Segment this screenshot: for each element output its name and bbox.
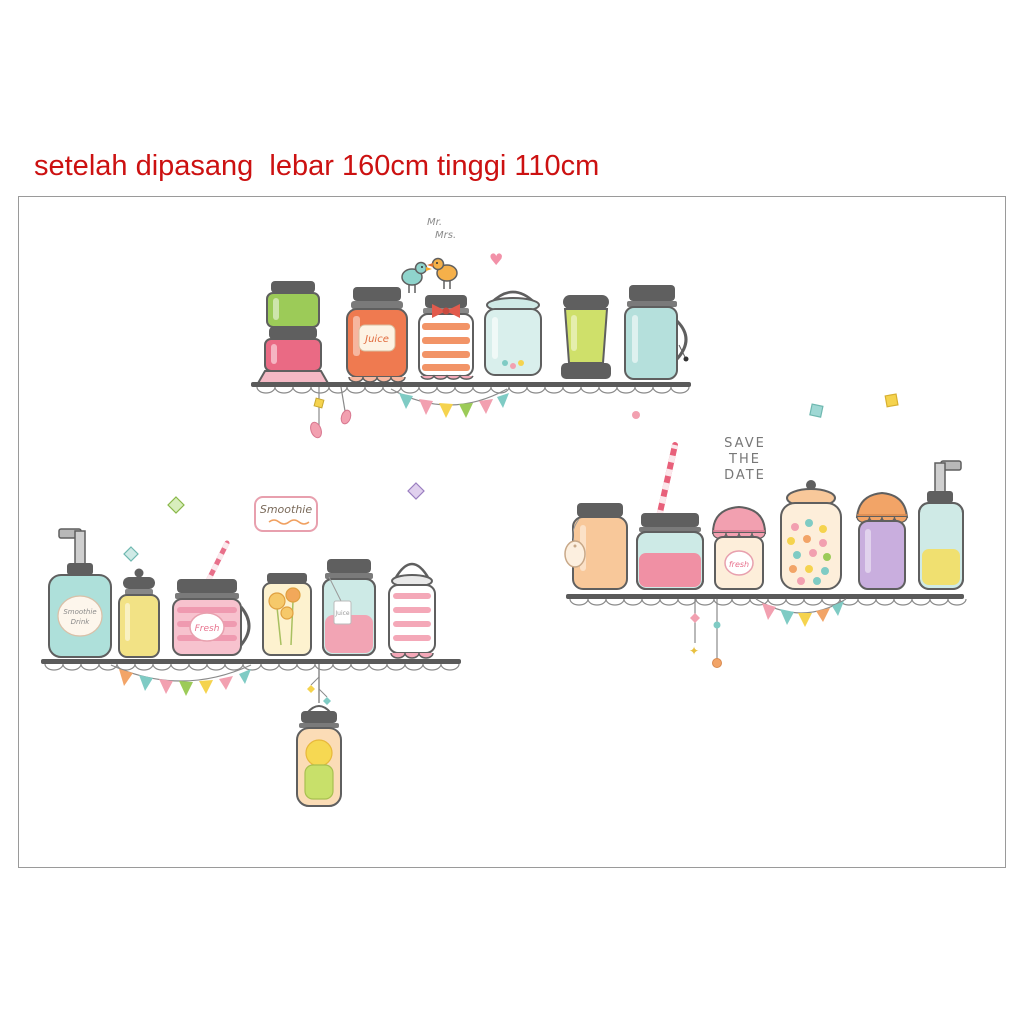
size-caption: setelah dipasang lebar 160cm tinggi 110c… — [34, 150, 600, 182]
jar-purple-cover — [855, 491, 909, 590]
shelf-board-right — [566, 594, 967, 606]
jar-striped-bow — [418, 295, 474, 380]
fresh-label: Fresh — [195, 624, 220, 634]
dispenser-label-line1: Smoothie — [63, 608, 96, 616]
smoothie-sign-label: Smoothie — [260, 503, 312, 516]
heart-icon: ♥ — [489, 250, 503, 269]
bird-orange-icon — [427, 257, 458, 289]
bunting-top — [390, 388, 509, 418]
the-label: THE — [728, 452, 761, 467]
jar-pink-handle — [388, 562, 436, 659]
jar-bail-teal — [484, 290, 542, 376]
cup-green — [561, 295, 611, 379]
bunting-right — [755, 598, 847, 627]
jar-straw — [636, 442, 704, 590]
date-label: DATE — [724, 468, 766, 483]
jar-fresh: Fresh — [172, 540, 251, 656]
illustration-frame: Mr. Mrs. — [18, 196, 1006, 868]
scene-right-shelf: SAVE THE DATE — [564, 436, 967, 668]
save-the-date-text: SAVE THE DATE — [724, 436, 766, 483]
jar-candy — [780, 480, 842, 590]
fresh-small-label: fresh — [729, 560, 749, 569]
mr-label: Mr. — [427, 217, 442, 228]
jar-peach-tag — [564, 503, 628, 590]
jar-mason-teal — [624, 285, 689, 380]
jar-soap-dispenser-left: Smoothie Drink — [48, 528, 112, 658]
bird-teal-icon — [401, 261, 432, 293]
hanging-charms-right: ✦ — [689, 599, 722, 668]
confetti — [123, 393, 899, 562]
juice-label: Juice — [363, 334, 389, 345]
hanging-lantern-jar — [296, 664, 342, 807]
scene-top-shelf: Mr. Mrs. — [251, 217, 691, 439]
jar-juice: Juice — [346, 287, 408, 383]
hanging-charms-top — [310, 386, 352, 439]
shelf-board-top — [251, 382, 691, 394]
juice-tag-label: Juice — [334, 610, 350, 617]
shelf-board-left — [41, 659, 461, 671]
jar-flowers — [262, 573, 312, 656]
scene-left-shelf: Smoothie Smoothie Drink — [41, 496, 461, 807]
jar-soap-dispenser-right — [918, 460, 964, 590]
jar-jam-cover: fresh — [711, 505, 767, 590]
bunting-left — [110, 664, 252, 696]
star-icon: ✦ — [689, 644, 699, 658]
dispenser-label-line2: Drink — [71, 618, 91, 626]
smoothie-sign: Smoothie — [254, 496, 318, 532]
save-label: SAVE — [724, 436, 766, 451]
mrs-label: Mrs. — [435, 230, 456, 241]
jar-stacked-green-pink — [255, 281, 331, 386]
jar-juice-tag: Juice — [322, 559, 376, 656]
jar-small-yellow — [118, 568, 160, 658]
wall-sticker-illustration: Mr. Mrs. — [41, 217, 967, 807]
mr-mrs-text: Mr. Mrs. — [427, 217, 456, 241]
